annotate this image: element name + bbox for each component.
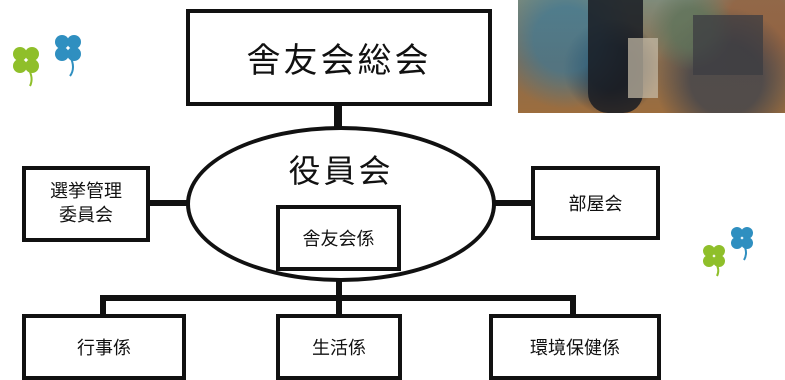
election-committee-label-line2: 委員会	[59, 205, 113, 226]
connector-line	[493, 200, 533, 206]
clover-icon	[703, 227, 753, 277]
election-committee-label-line1: 選挙管理	[50, 181, 122, 202]
connector-line	[336, 279, 342, 297]
room-meeting-label: 部屋会	[568, 194, 623, 215]
living-staff-box: 生活係	[276, 314, 402, 380]
environment-health-staff-box: 環境保健係	[489, 314, 661, 380]
meeting-photo	[518, 0, 785, 113]
connector-line	[150, 200, 188, 206]
events-staff-box: 行事係	[22, 314, 186, 380]
connector-line	[334, 104, 342, 130]
general-assembly-box: 舎友会総会	[186, 9, 492, 106]
connector-line	[100, 295, 106, 317]
connector-line	[570, 295, 576, 317]
living-staff-label: 生活係	[312, 338, 366, 359]
events-staff-label: 行事係	[77, 338, 131, 359]
room-meeting-box: 部屋会	[531, 166, 660, 240]
dorm-association-staff-label: 舎友会係	[302, 229, 375, 250]
general-assembly-label: 舎友会総会	[246, 41, 432, 81]
executive-committee-label: 役員会	[288, 152, 394, 190]
election-committee-box: 選挙管理 委員会	[22, 166, 150, 242]
environment-health-staff-label: 環境保健係	[530, 338, 620, 359]
clover-icon	[13, 35, 81, 87]
dorm-association-staff-box: 舎友会係	[276, 205, 401, 271]
connector-line	[336, 295, 342, 317]
